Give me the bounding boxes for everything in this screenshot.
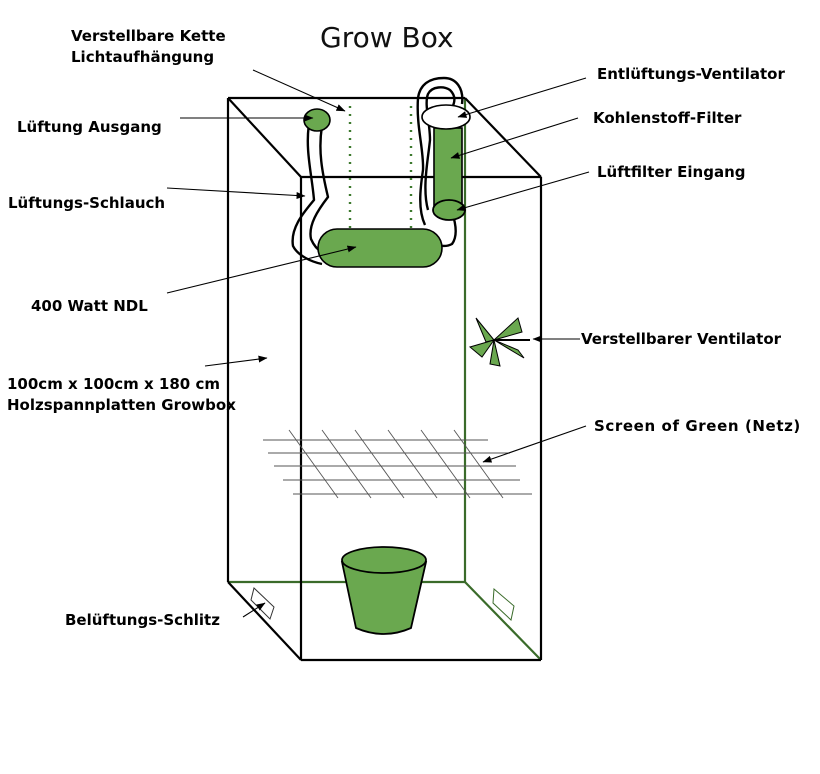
label-intake-slot: Belüftungs-Schlitz	[65, 611, 220, 629]
carbon-filter	[433, 127, 463, 211]
label-vent-outlet: Lüftung Ausgang	[17, 118, 162, 136]
adjustable-chain	[348, 106, 413, 232]
label-vent-hose: Lüftungs-Schlauch	[8, 194, 165, 212]
lamp-400w	[317, 228, 443, 268]
intake-slot-right	[492, 587, 515, 621]
plant-pot	[340, 546, 428, 635]
label-chain-line2: Lichtaufhängung	[71, 48, 214, 66]
exhaust-fan	[421, 104, 471, 130]
intake-slot-left	[250, 587, 275, 620]
vent-outlet	[303, 108, 331, 132]
scrog-net	[263, 429, 532, 499]
label-carbon-filter: Kohlenstoff-Filter	[593, 109, 742, 127]
label-filter-inlet: Lüftfilter Eingang	[597, 163, 746, 181]
label-dimensions-line1: 100cm x 100cm x 180 cm	[7, 375, 220, 393]
label-fan: Verstellbarer Ventilator	[581, 330, 782, 348]
ventilation-hose	[291, 76, 464, 266]
label-lamp: 400 Watt NDL	[31, 297, 148, 315]
adjustable-fan	[468, 317, 530, 367]
label-scrog: Screen of Green (Netz)	[594, 417, 801, 435]
label-dimensions-line2: Holzspannplatten Growbox	[7, 396, 236, 414]
label-chain-line1: Verstellbare Kette	[71, 27, 226, 45]
diagram-title: Grow Box	[320, 21, 454, 54]
leader-lines	[166, 69, 590, 618]
label-exhaust-fan: Entlüftungs-Ventilator	[597, 65, 785, 83]
filter-inlet	[432, 199, 466, 221]
